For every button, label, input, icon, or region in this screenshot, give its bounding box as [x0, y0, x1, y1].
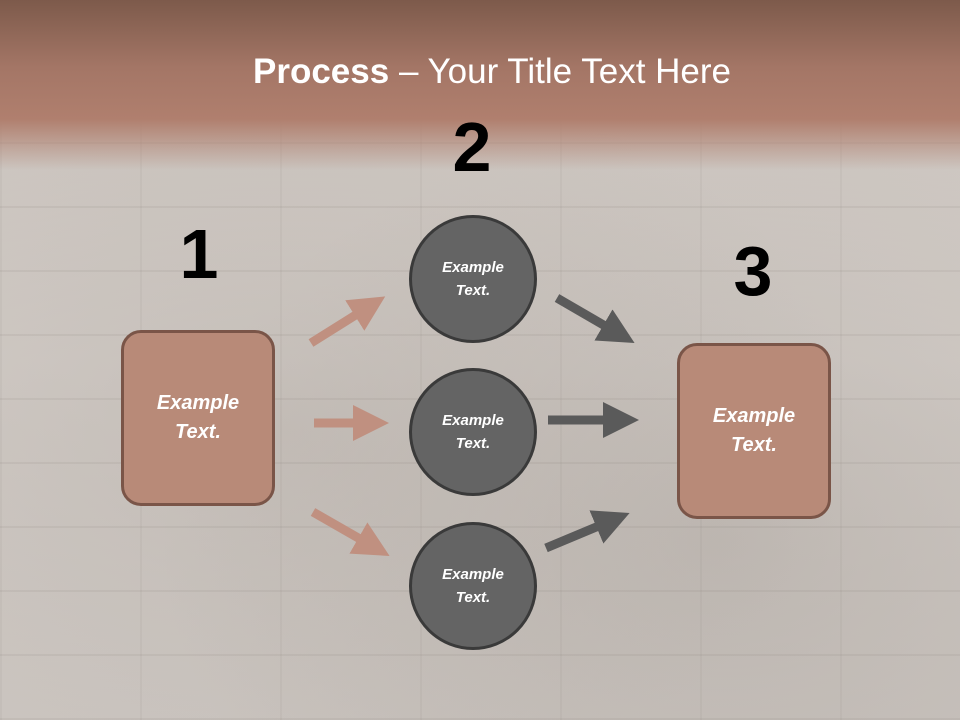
- header-band: [0, 0, 960, 170]
- step-number-1: 1: [179, 215, 219, 293]
- title-rest: – Your Title Text Here: [389, 52, 731, 91]
- slide-title: Process – Your Title Text Here: [0, 52, 960, 92]
- arrow-left-up: [308, 296, 386, 347]
- step-number-2: 2: [452, 108, 492, 186]
- circle-bottom: Example Text.: [409, 522, 537, 650]
- left-box: Example Text.: [121, 330, 275, 506]
- arrow-right-up: [544, 510, 630, 553]
- right-box: Example Text.: [677, 343, 831, 519]
- right-box-text: Example Text.: [712, 405, 796, 456]
- arrow-right-down: [554, 294, 635, 344]
- left-box-text: Example Text.: [156, 392, 240, 443]
- title-bold: Process: [253, 52, 390, 91]
- circle-bottom-text: Example Text.: [442, 566, 504, 606]
- arrow-left-down: [310, 508, 390, 556]
- circle-top-text: Example Text.: [442, 259, 504, 299]
- circle-middle-text: Example Text.: [442, 412, 504, 452]
- circle-middle: Example Text.: [409, 368, 537, 496]
- circle-top: Example Text.: [409, 215, 537, 343]
- step-number-3: 3: [733, 232, 773, 310]
